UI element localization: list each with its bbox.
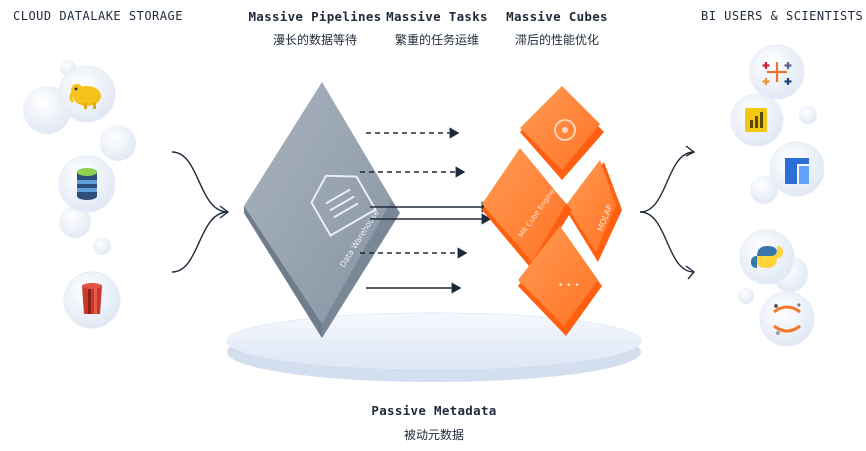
cube-bottom-dots: • • • <box>558 281 580 291</box>
source-connector <box>171 151 230 273</box>
decor-bubble <box>738 288 754 304</box>
decor-bubble <box>93 237 111 255</box>
consumer-bubbles <box>738 106 817 304</box>
powerbi-icon <box>745 108 767 132</box>
pipelines-subtitle: 漫长的数据等待 <box>272 33 358 47</box>
jupyter-consumer[interactable] <box>759 291 815 347</box>
powerbi-consumer[interactable] <box>730 93 784 147</box>
hadoop-source[interactable] <box>58 65 116 123</box>
decor-bubble <box>750 176 778 204</box>
decor-bubble <box>59 206 91 238</box>
tasks-subtitle: 繁重的任务运维 <box>394 33 480 47</box>
fine-bi-icon <box>785 158 809 184</box>
cubes-title: Massive Cubes <box>506 9 608 24</box>
cube-cluster: MOLAP MR Cube Engine • • • <box>482 86 622 336</box>
metadata-subtitle: 被动元数据 <box>403 428 465 442</box>
tableau-icon <box>762 62 792 85</box>
pipelines-title: Massive Pipelines <box>248 9 382 24</box>
jupyter-icon <box>773 303 801 335</box>
metadata-title: Passive Metadata <box>371 403 497 418</box>
aws-s3-icon <box>82 283 102 314</box>
pipeline-arrows <box>360 127 492 294</box>
python-icon <box>751 246 783 268</box>
cubes-subtitle: 滞后的性能优化 <box>514 33 600 47</box>
source-bubbles <box>23 60 136 255</box>
database-source[interactable] <box>58 155 116 213</box>
tasks-title: Massive Tasks <box>386 9 488 24</box>
fine-bi-consumer[interactable] <box>769 141 825 197</box>
data-warehouse-block: Data Warehouse <box>244 82 400 338</box>
cube-top <box>520 86 604 180</box>
decor-bubble <box>100 125 136 161</box>
tableau-consumer[interactable] <box>749 44 805 100</box>
database-icon <box>77 168 97 200</box>
cube-bottom: • • • <box>518 226 602 336</box>
right-column-title: BI USERS & SCIENTISTS <box>701 9 864 23</box>
s3-source[interactable] <box>63 271 121 329</box>
left-column-title: CLOUD DATALAKE STORAGE <box>13 9 183 23</box>
engine-icon <box>554 119 576 141</box>
python-consumer[interactable] <box>739 229 795 285</box>
cube-right: MOLAP <box>566 160 622 262</box>
metadata-platform <box>226 312 642 382</box>
hadoop-icon <box>69 84 101 109</box>
warehouse-icon <box>310 174 377 237</box>
consumer-connector <box>639 145 696 280</box>
decor-bubble <box>799 106 817 124</box>
